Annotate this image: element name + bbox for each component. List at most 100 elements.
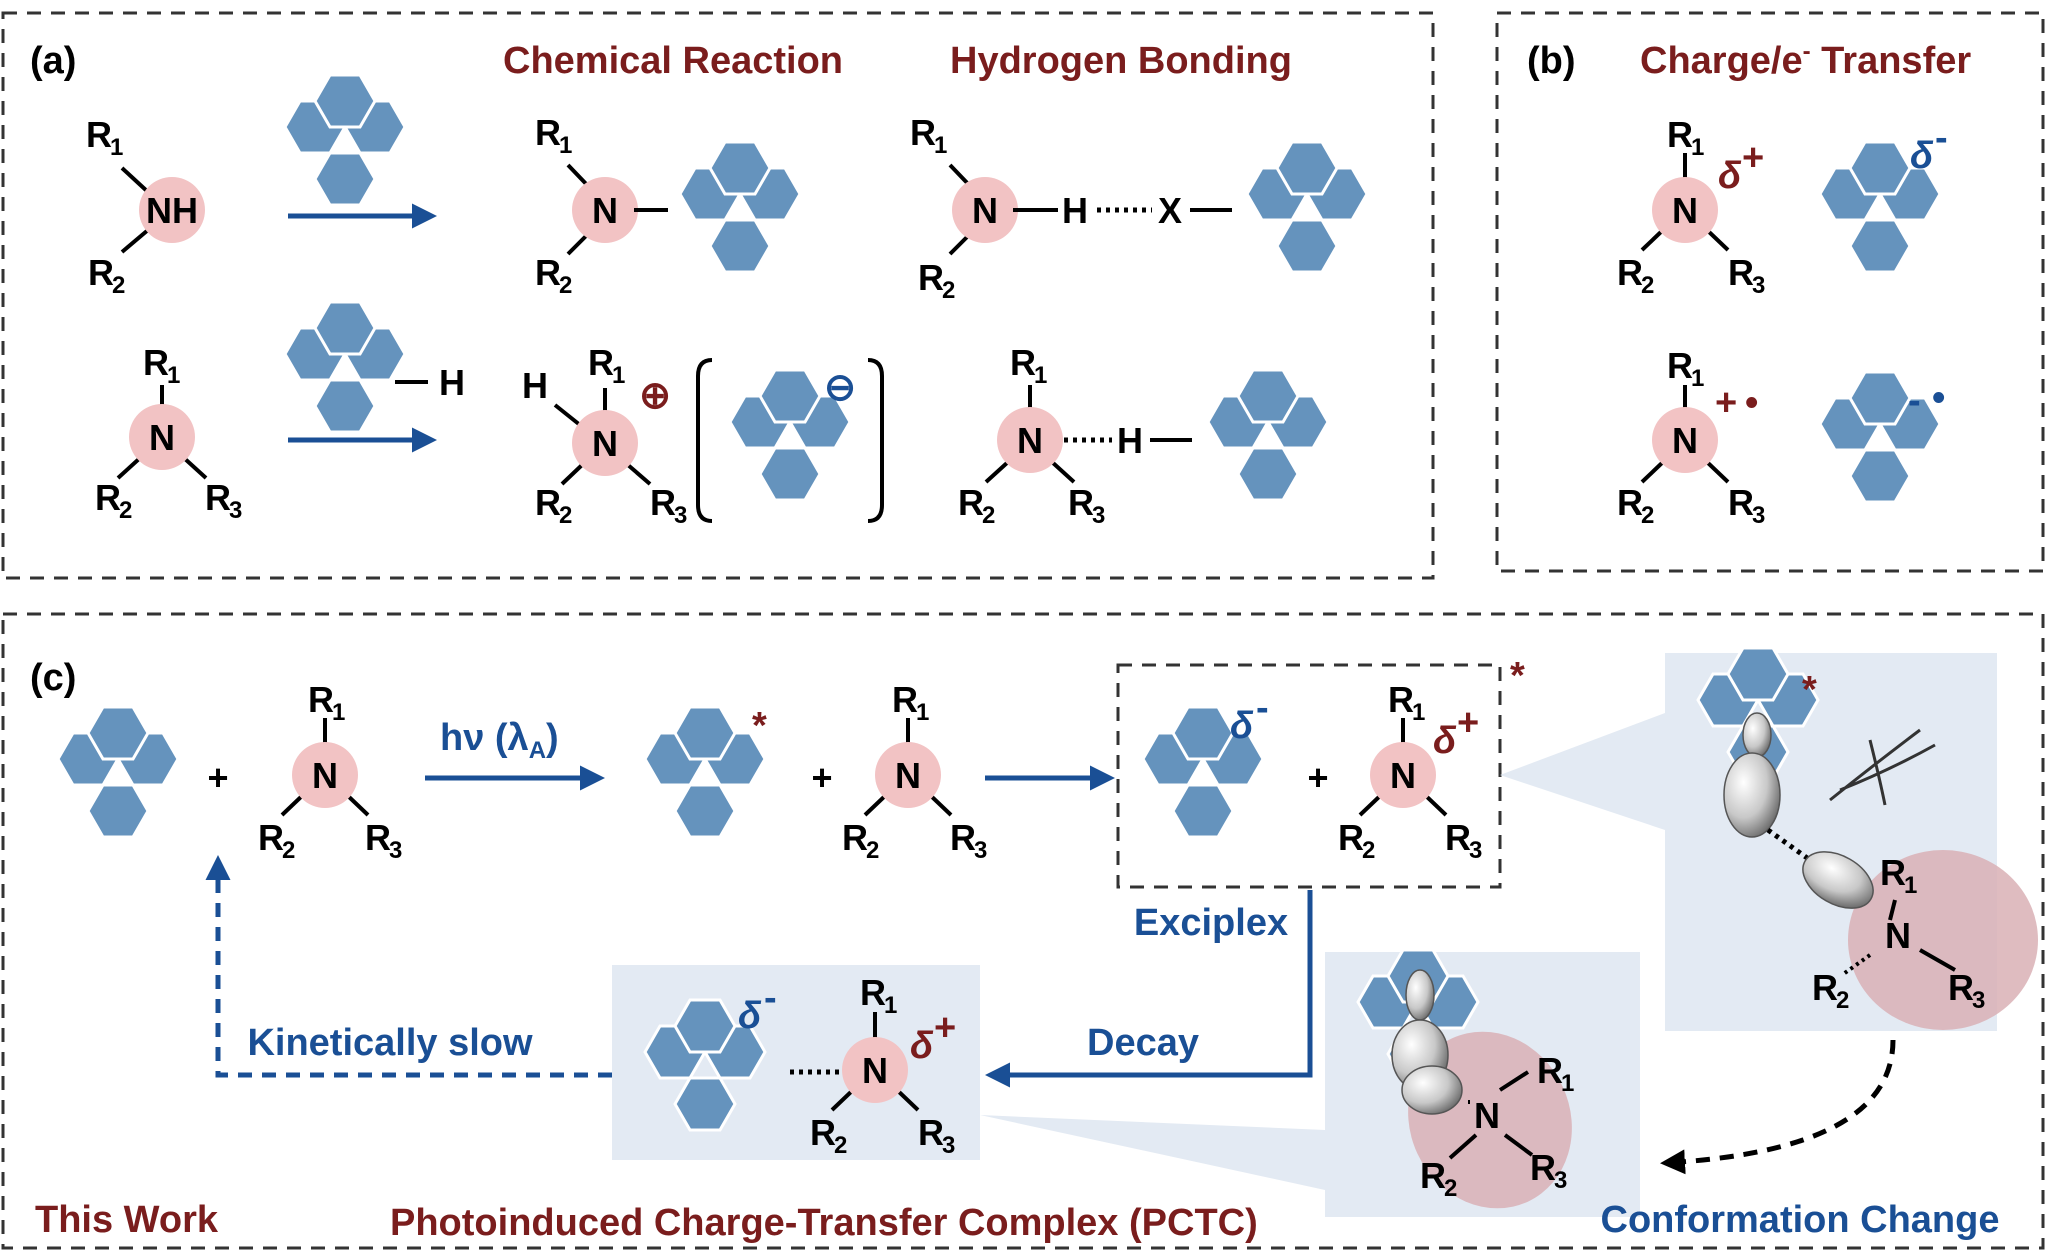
heading-hydrogen-bonding: Hydrogen Bonding — [950, 40, 1292, 82]
svg-text:R: R — [205, 477, 231, 518]
bracket-right — [867, 358, 884, 523]
arrow-kinetically-slow — [205, 855, 612, 1078]
svg-text:H: H — [439, 362, 465, 403]
product-ion-pair: H N ⊕ R 1 R 2 R 3 ⊖ — [522, 342, 884, 529]
pyrene-excited — [643, 705, 767, 839]
svg-text:+: + — [1457, 702, 1479, 744]
svg-text:R: R — [1010, 342, 1036, 383]
orbital-lobe-icon — [1742, 712, 1772, 758]
ct-partial: N R 1 R 2 R 3 δ + δ - — [1617, 114, 1948, 299]
svg-text:1: 1 — [332, 699, 345, 726]
svg-text:2: 2 — [866, 837, 879, 864]
pyrene-h-reagent: H — [283, 300, 465, 434]
kinetically-slow-label: Kinetically slow — [247, 1022, 533, 1064]
svg-text:1: 1 — [167, 362, 180, 389]
svg-text:1: 1 — [1691, 365, 1704, 392]
svg-text:R: R — [588, 342, 614, 383]
svg-text:2: 2 — [1362, 837, 1375, 864]
svg-text:δ: δ — [1230, 705, 1254, 747]
svg-text:3: 3 — [1092, 502, 1105, 529]
svg-text:R: R — [535, 252, 561, 293]
panel-b-tag: (b) — [1527, 40, 1576, 82]
svg-text:2: 2 — [982, 502, 995, 529]
svg-text:•: • — [1932, 377, 1945, 419]
svg-text:2: 2 — [559, 272, 572, 299]
svg-text:R: R — [1617, 482, 1643, 523]
amine-exciplex: N R 1 R 2 R 3 δ + — [1338, 679, 1482, 864]
svg-text:R: R — [86, 114, 112, 155]
svg-text:2: 2 — [834, 1132, 847, 1159]
svg-text:2: 2 — [559, 502, 572, 529]
svg-text:R: R — [950, 817, 976, 858]
amine-secondary: NH R 1 R 2 — [86, 114, 205, 299]
svg-text:+: + — [207, 757, 228, 798]
svg-text:+: + — [811, 757, 832, 798]
arrow-decay — [985, 890, 1313, 1088]
svg-text:+: + — [1715, 382, 1737, 424]
svg-text:R: R — [1338, 817, 1364, 858]
arrow-conformation-change — [1660, 1039, 1896, 1175]
this-work-label: This Work — [35, 1199, 219, 1241]
svg-text:N: N — [972, 190, 998, 231]
svg-text:-: - — [764, 977, 777, 1019]
svg-text:N: N — [1390, 755, 1416, 796]
svg-text:H: H — [1062, 190, 1088, 231]
svg-text:R: R — [1617, 252, 1643, 293]
svg-text:1: 1 — [884, 992, 897, 1019]
svg-text:N: N — [592, 190, 618, 231]
svg-text:2: 2 — [1444, 1175, 1457, 1202]
svg-text:+: + — [1742, 137, 1764, 179]
svg-text:N: N — [1885, 915, 1911, 956]
amine-tertiary-a2: N R 1 R 2 R 3 — [95, 342, 242, 524]
svg-text:3: 3 — [1752, 502, 1765, 529]
pctc-callout — [980, 1115, 1325, 1190]
svg-text:N: N — [592, 423, 618, 464]
svg-text:δ: δ — [1718, 155, 1742, 197]
svg-text:N: N — [1672, 420, 1698, 461]
svg-text:H: H — [522, 365, 548, 406]
svg-text:3: 3 — [974, 837, 987, 864]
svg-text:R: R — [810, 1112, 836, 1153]
svg-text:N: N — [312, 755, 338, 796]
svg-text:R: R — [535, 112, 561, 153]
svg-text:R: R — [258, 817, 284, 858]
svg-text:-: - — [1256, 687, 1269, 729]
amine-c2: N R 1 R 2 R 3 — [842, 679, 987, 864]
svg-text:*: * — [1802, 669, 1817, 711]
svg-text:N: N — [1017, 420, 1043, 461]
svg-text:*: * — [1510, 655, 1525, 697]
svg-text:1: 1 — [1691, 134, 1704, 161]
svg-text:*: * — [752, 705, 767, 747]
panel-c-tag: (c) — [30, 657, 76, 699]
svg-text:3: 3 — [942, 1132, 955, 1159]
conformation-change-label: Conformation Change — [1601, 1199, 2000, 1241]
hbond-n-h: N H R 1 R 2 R 3 — [958, 342, 1330, 529]
svg-text:1: 1 — [934, 132, 947, 159]
svg-text:R: R — [1728, 482, 1754, 523]
svg-text:R: R — [1667, 345, 1693, 386]
product-covalent: N R 1 R 2 — [535, 112, 802, 299]
svg-text:1: 1 — [110, 134, 123, 161]
hbond-nh-x: N H X R 1 R 2 — [910, 112, 1369, 304]
svg-text:R: R — [1068, 482, 1094, 523]
svg-text:R: R — [1812, 967, 1838, 1008]
decay-label: Decay — [1087, 1022, 1199, 1064]
amine-c1: N R 1 R 2 R 3 — [258, 679, 402, 864]
svg-text:δ: δ — [1433, 720, 1457, 762]
svg-text:H: H — [1117, 420, 1143, 461]
svg-text:R: R — [918, 1112, 944, 1153]
svg-text:N: N — [1474, 1095, 1500, 1136]
bracket-left — [696, 358, 713, 523]
svg-text:2: 2 — [119, 497, 132, 524]
charge-plus-circled: ⊕ — [639, 375, 671, 417]
panel-a-border — [1, 11, 1435, 580]
svg-text:+: + — [1307, 757, 1328, 798]
svg-text:-: - — [1935, 117, 1948, 159]
svg-text:N: N — [1672, 190, 1698, 231]
svg-text:R: R — [892, 679, 918, 720]
svg-text:•: • — [1745, 382, 1758, 424]
hv-label: hν (λA) — [440, 717, 559, 764]
svg-text:3: 3 — [1469, 837, 1482, 864]
svg-text:N: N — [862, 1050, 888, 1091]
